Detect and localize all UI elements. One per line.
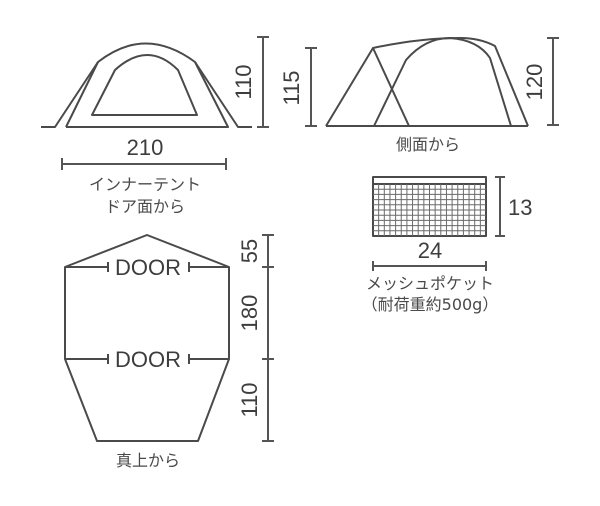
dim-vestibule-rear-label: 110: [237, 382, 262, 417]
front-width-label: 210: [127, 135, 164, 160]
side-front-pole: [372, 47, 410, 127]
side-height-right-dimension: 120: [522, 37, 559, 126]
side-height-left-dimension: 115: [279, 47, 317, 127]
mesh-pocket-height-dimension: 13: [495, 176, 532, 237]
dim-inner-label: 180: [237, 295, 262, 332]
front-inner-tent-outline: [65, 61, 229, 128]
front-view: 110 210 インナーテント ドア面から: [41, 36, 269, 216]
top-door-marker: DOOR: [65, 255, 229, 280]
side-height-left-label: 115: [279, 70, 304, 105]
dim-vestibule-front-label: 55: [237, 239, 262, 263]
front-width-dimension: 210: [61, 135, 227, 170]
side-height-right-label: 120: [522, 64, 547, 101]
front-caption-line2: ドア面から: [105, 197, 185, 216]
mesh-pocket-caption-line1: メッシュポケット: [366, 274, 494, 293]
middle-door-marker: DOOR: [65, 347, 229, 372]
top-door-label: DOOR: [115, 255, 181, 280]
mesh-pocket-caption-line2: （耐荷重約500g）: [362, 295, 499, 314]
front-height-label: 110: [231, 64, 256, 99]
mesh-pocket-width-label: 24: [418, 238, 442, 263]
side-view: 115 120 側面から: [279, 37, 559, 154]
front-door-outline: [91, 54, 198, 116]
top-view-outline: [64, 234, 230, 442]
front-fly-outline: [41, 42, 252, 128]
side-fly-outline: [325, 37, 529, 127]
middle-door-label: DOOR: [115, 347, 181, 372]
top-view-length-dimension: 55 180 110: [237, 234, 274, 442]
mesh-pocket-height-label: 13: [508, 195, 532, 220]
mesh-pocket: 13 24 メッシュポケット （耐荷重約500g）: [362, 176, 532, 314]
side-inner-arch: [373, 37, 512, 127]
mesh-pocket-grid: [373, 184, 486, 236]
side-caption: 側面から: [396, 135, 460, 154]
mesh-pocket-width-dimension: 24: [372, 238, 487, 271]
top-view: DOOR DOOR 55 180 110 真上から: [64, 234, 274, 470]
front-caption-line1: インナーテント: [89, 175, 201, 194]
top-view-caption: 真上から: [116, 451, 180, 470]
front-height-dimension: 110: [231, 36, 269, 128]
